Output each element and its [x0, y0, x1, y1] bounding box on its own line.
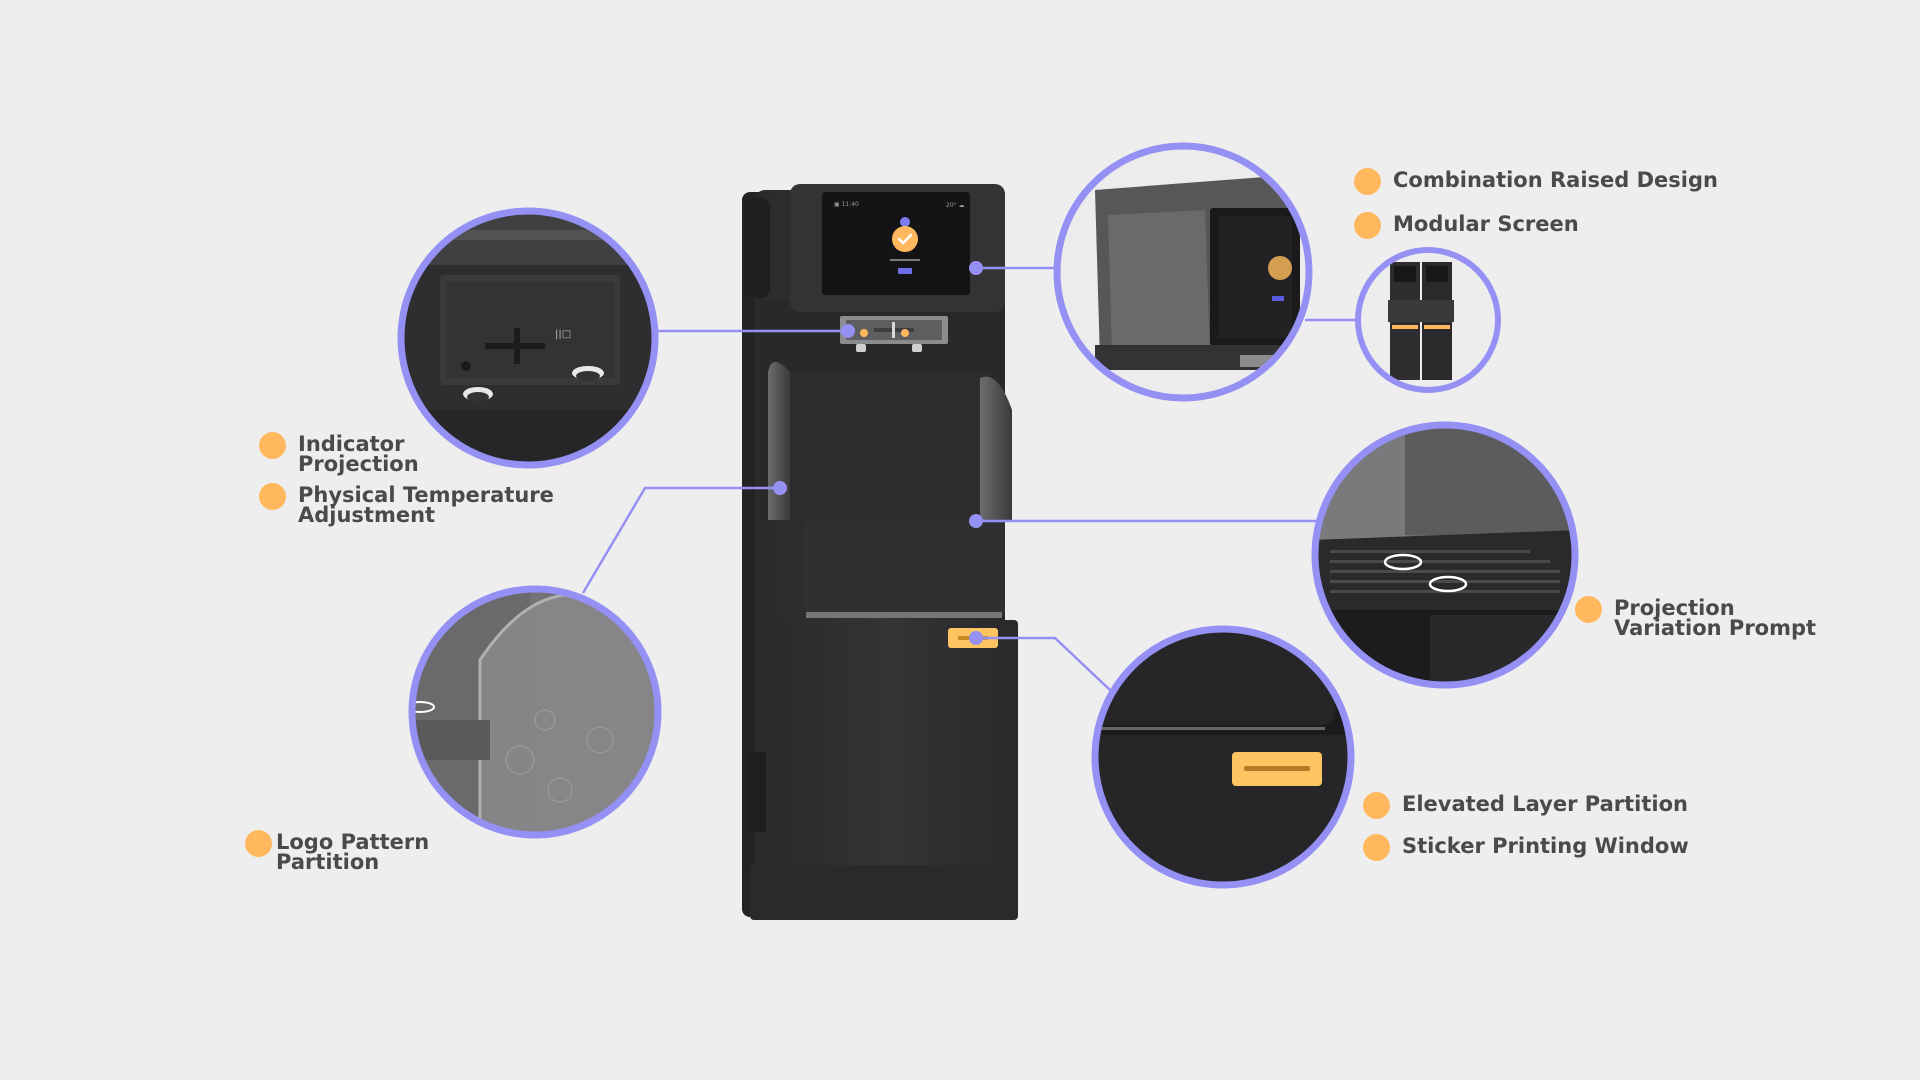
- zoom-combination-units: [1355, 247, 1501, 393]
- anchor-dot: [773, 481, 787, 495]
- zoom-sticker-window: [1091, 625, 1355, 889]
- partition-left: [768, 362, 790, 520]
- base-plinth: [750, 865, 1010, 920]
- connector-lines: [581, 266, 1360, 691]
- screen-status-line: [890, 259, 920, 261]
- callout-combination-raised-design: Combination Raised Design: [1354, 168, 1718, 195]
- callout-physical-temperature-adjustment: Physical Temperature Adjustment: [259, 483, 554, 527]
- anchor-dot: [969, 631, 983, 645]
- partition-right: [980, 376, 1012, 520]
- tap-nozzle: [856, 344, 866, 352]
- device-left-handle: [744, 198, 770, 298]
- callout-modular-screen: Modular Screen: [1354, 212, 1579, 239]
- drip-tray-grille: [806, 612, 1002, 618]
- zoom-modular-screen: [1053, 142, 1313, 402]
- tap-nozzle: [912, 344, 922, 352]
- screen-mascot-ears: [900, 217, 910, 227]
- lower-cabinet: [768, 620, 1018, 920]
- zoom-indicator-module: ||□: [397, 207, 659, 469]
- callout-label: Modular Screen: [1393, 212, 1579, 236]
- callout-bullet: [1363, 792, 1390, 819]
- callout-bullet: [1354, 168, 1381, 195]
- indicator-light: [901, 329, 909, 337]
- callout-label: Sticker Printing Window: [1402, 834, 1689, 858]
- zoom-logo-pattern: [408, 585, 662, 839]
- callout-bullet: [1354, 212, 1381, 239]
- anchor-dot: [969, 514, 983, 528]
- connector-sticker: [976, 636, 1111, 691]
- anchor-dots: [773, 261, 983, 645]
- callout-label: Indicator Projection: [298, 432, 419, 476]
- screen-weather-readout: 20° ☁: [946, 202, 965, 209]
- screen-confirm-button: [898, 268, 912, 274]
- zoom-projection-prompt: [1311, 421, 1579, 689]
- callout-bullet: [245, 830, 272, 857]
- indicator-light: [860, 329, 868, 337]
- callout-label: Projection Variation Prompt: [1614, 596, 1817, 640]
- callout-elevated-layer-partition: Elevated Layer Partition: [1363, 792, 1688, 819]
- cup-recess: [790, 372, 990, 524]
- callout-label: Logo Pattern Partition: [276, 830, 430, 874]
- anchor-dot: [841, 324, 855, 338]
- svg-text:||□: ||□: [555, 329, 571, 340]
- callout-bullet: [1363, 834, 1390, 861]
- screen-time-readout: ▣ 11:40: [834, 201, 859, 208]
- callout-label: Elevated Layer Partition: [1402, 792, 1688, 816]
- callout-indicator-projection: Indicator Projection: [259, 432, 419, 476]
- connector-logo: [581, 486, 780, 594]
- callout-logo-pattern-partition: Logo Pattern Partition: [245, 830, 430, 874]
- callout-bullet: [259, 432, 286, 459]
- anchor-dot: [969, 261, 983, 275]
- callout-sticker-printing-window: Sticker Printing Window: [1363, 834, 1689, 861]
- drip-tray-panel: [805, 520, 1005, 615]
- callout-bullet: [259, 483, 286, 510]
- side-vent: [748, 752, 766, 832]
- callout-label: Physical Temperature Adjustment: [298, 483, 554, 527]
- indicator-module-divider: [892, 322, 895, 338]
- callout-bullet: [1575, 596, 1602, 623]
- callout-label: Combination Raised Design: [1393, 168, 1718, 192]
- check-circle-icon: [892, 226, 918, 252]
- water-dispenser-device: ▣ 11:40 20° ☁: [742, 184, 1018, 920]
- callout-projection-variation-prompt: Projection Variation Prompt: [1575, 596, 1817, 640]
